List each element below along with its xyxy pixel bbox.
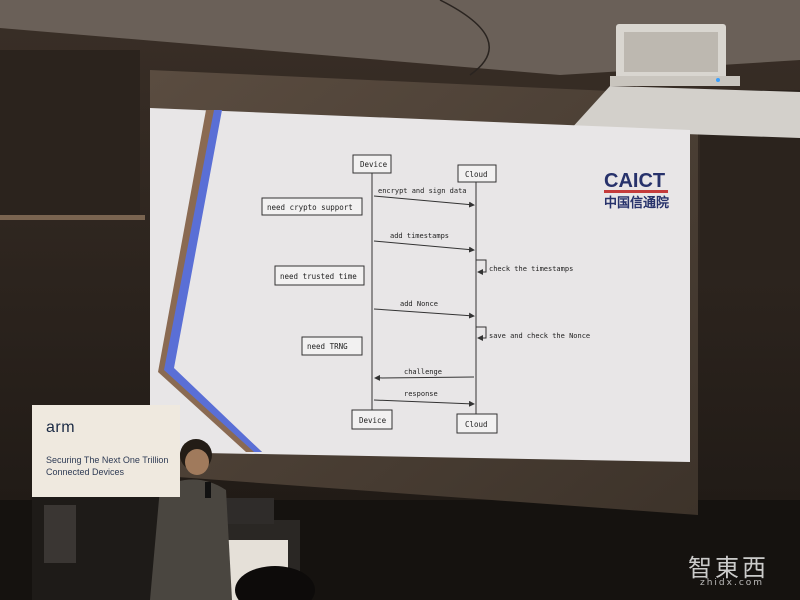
watermark-url: zhidx.com [700, 578, 765, 588]
message-arrow-3 [373, 308, 475, 319]
self-call-label-1: check the timestamps [489, 265, 573, 273]
ceiling [0, 0, 800, 75]
arm-event-banner: arm Securing The Next One Trillion Conne… [32, 405, 180, 497]
caict-logo-bar [604, 190, 668, 193]
message-arrow-2 [373, 240, 475, 253]
message-arrow-5 [373, 399, 475, 407]
wall-trim-left [0, 215, 145, 220]
ceiling-cable [439, 0, 490, 76]
note-box-2 [274, 265, 365, 286]
wall-panel-left [0, 50, 140, 220]
audience-head [235, 566, 315, 600]
cloud-label-top: Cloud [465, 170, 488, 179]
device-label-bottom: Device [359, 416, 387, 425]
self-call-arrow-2 [476, 326, 487, 341]
device-box-top [352, 154, 392, 174]
slide-stripe-blue [164, 110, 262, 452]
self-call-label-2: save and check the Nonce [489, 332, 590, 340]
caict-logo-text: CAICT [604, 170, 665, 192]
speaker [150, 439, 232, 600]
self-call-arrow-1 [476, 259, 487, 275]
slide-surface [150, 108, 690, 462]
message-label-2: add timestamps [390, 232, 449, 240]
message-arrow-1 [373, 195, 475, 208]
banner-tagline-line1: Securing The Next One Trillion [46, 455, 169, 465]
message-arrow-4 [374, 374, 475, 381]
message-label-3: add Nonce [400, 300, 438, 308]
note-label-3: need TRNG [307, 342, 348, 351]
message-label-1: encrypt and sign data [378, 187, 467, 195]
note-label-1: need crypto support [267, 203, 353, 212]
caict-logo-subtitle: 中国信通院 [604, 195, 669, 211]
cloud-box-top [457, 164, 497, 183]
message-label-5: response [404, 390, 438, 398]
cloud-box-bottom [456, 413, 498, 434]
arm-logo: arm [46, 419, 76, 436]
device-box-bottom [351, 409, 393, 430]
note-box-3 [301, 336, 363, 356]
lectern-poster-panel [44, 505, 76, 563]
device-label-top: Device [360, 160, 388, 169]
banner-tagline-line2: Connected Devices [46, 467, 125, 477]
watermark-logo: 智東西 [688, 554, 769, 582]
slide-stripe-brown [158, 110, 262, 452]
note-label-2: need trusted time [280, 272, 357, 281]
message-label-4: challenge [404, 368, 442, 376]
cloud-label-bottom: Cloud [465, 420, 488, 429]
projector [570, 24, 800, 138]
note-box-1 [261, 197, 363, 216]
